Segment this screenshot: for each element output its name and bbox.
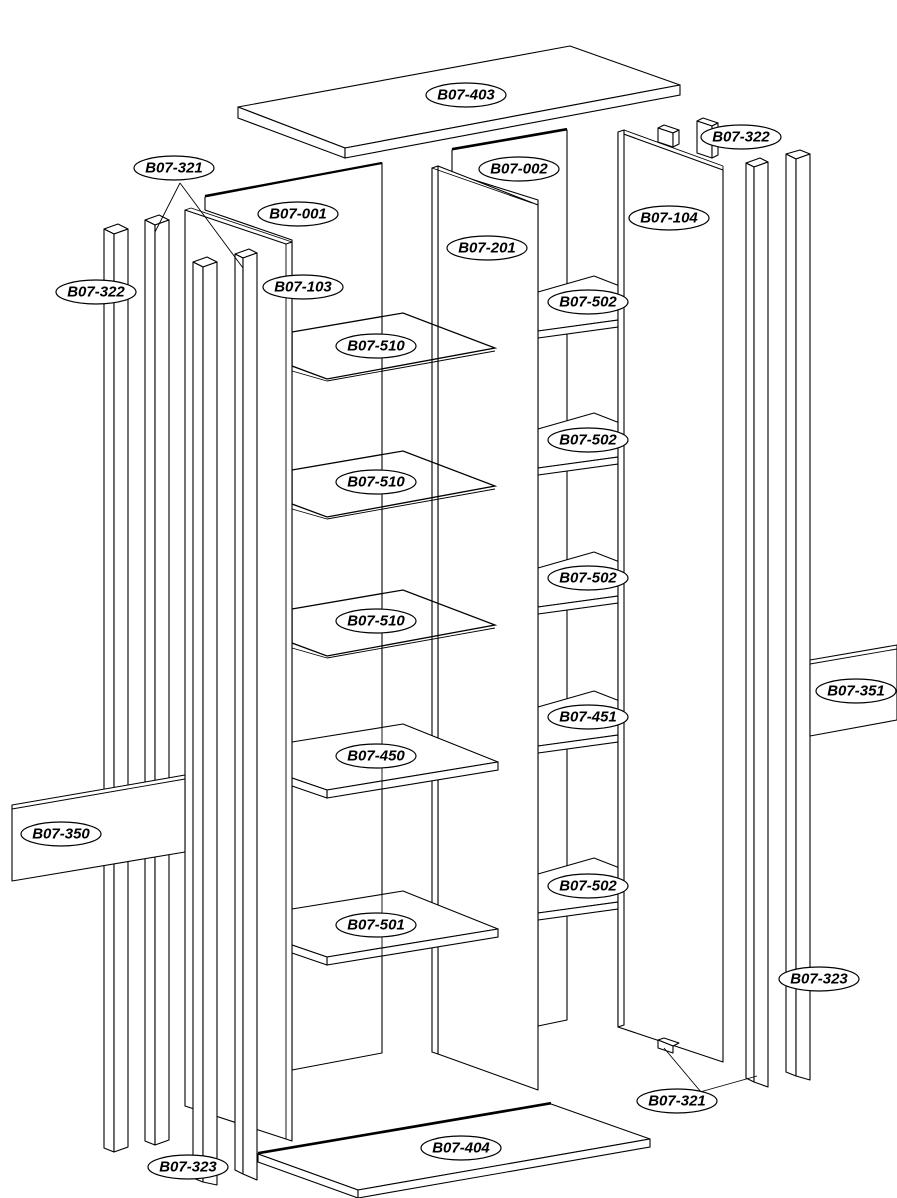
left-strip-1 [103,223,129,1153]
label-back-right: B07-002 [478,156,560,182]
svg-text:B07-001: B07-001 [269,206,327,223]
label-glass-shelf-3: B07-510 [335,608,417,634]
label-shelf-right-5: B07-502 [547,873,629,899]
svg-text:B07-510: B07-510 [347,474,405,491]
svg-text:B07-350: B07-350 [32,826,90,843]
label-bottom-panel: B07-404 [420,1135,502,1161]
svg-text:B07-323: B07-323 [159,1159,217,1176]
label-glass-shelf-1: B07-510 [335,333,417,359]
label-side-left: B07-103 [262,274,344,300]
label-strip-right-lower: B07-321 [636,1088,718,1114]
svg-text:B07-502: B07-502 [559,878,617,895]
left-strip-2 [144,214,170,1146]
svg-text:B07-103: B07-103 [274,279,332,296]
label-side-right: B07-104 [628,205,710,231]
label-rail-right: B07-351 [815,678,897,704]
svg-text:B07-510: B07-510 [347,613,405,630]
label-glass-shelf-2: B07-510 [335,469,417,495]
svg-text:B07-451: B07-451 [559,709,617,726]
svg-text:B07-104: B07-104 [640,210,698,227]
label-strip-right: B07-323 [778,966,860,992]
svg-text:B07-002: B07-002 [490,161,548,178]
svg-text:B07-321: B07-321 [648,1093,706,1110]
center-divider [431,165,539,1091]
svg-text:B07-322: B07-322 [712,129,770,146]
svg-text:B07-510: B07-510 [347,338,405,355]
label-strip-left: B07-322 [55,279,137,305]
svg-text:B07-502: B07-502 [559,570,617,587]
svg-text:B07-502: B07-502 [559,432,617,449]
svg-text:B07-323: B07-323 [790,971,848,988]
rail-left [11,774,186,882]
svg-text:B07-404: B07-404 [432,1140,490,1157]
svg-text:B07-201: B07-201 [458,240,516,257]
label-back-left: B07-001 [257,201,339,227]
label-strip-right-top: B07-322 [700,124,782,150]
label-shelf-right-1: B07-502 [547,289,629,315]
label-shelf-right-2: B07-502 [547,427,629,453]
svg-text:B07-351: B07-351 [827,683,885,700]
label-shelf-right-451: B07-451 [547,704,629,730]
label-rail-left: B07-350 [20,821,102,847]
svg-text:B07-502: B07-502 [559,294,617,311]
left-strip-3 [192,256,218,1186]
svg-text:B07-321: B07-321 [145,160,203,177]
label-shelf-right-3: B07-502 [547,565,629,591]
label-strip-left-bottom: B07-323 [147,1154,229,1180]
side-panel-right [617,129,724,1063]
label-center-divider: B07-201 [446,235,528,261]
right-strip-outer [785,149,811,1081]
label-shelf-left-501: B07-501 [335,912,417,938]
svg-text:B07-450: B07-450 [347,748,405,765]
label-top-panel: B07-403 [425,82,507,108]
label-strip-left-upper: B07-321 [133,155,215,181]
label-shelf-left-450: B07-450 [335,743,417,769]
right-strip-inner [745,157,769,1088]
svg-text:B07-501: B07-501 [347,917,405,934]
svg-text:B07-403: B07-403 [437,87,495,104]
svg-text:B07-322: B07-322 [67,284,125,301]
leader-lines [154,182,758,1093]
left-strip-4 [234,248,258,1181]
